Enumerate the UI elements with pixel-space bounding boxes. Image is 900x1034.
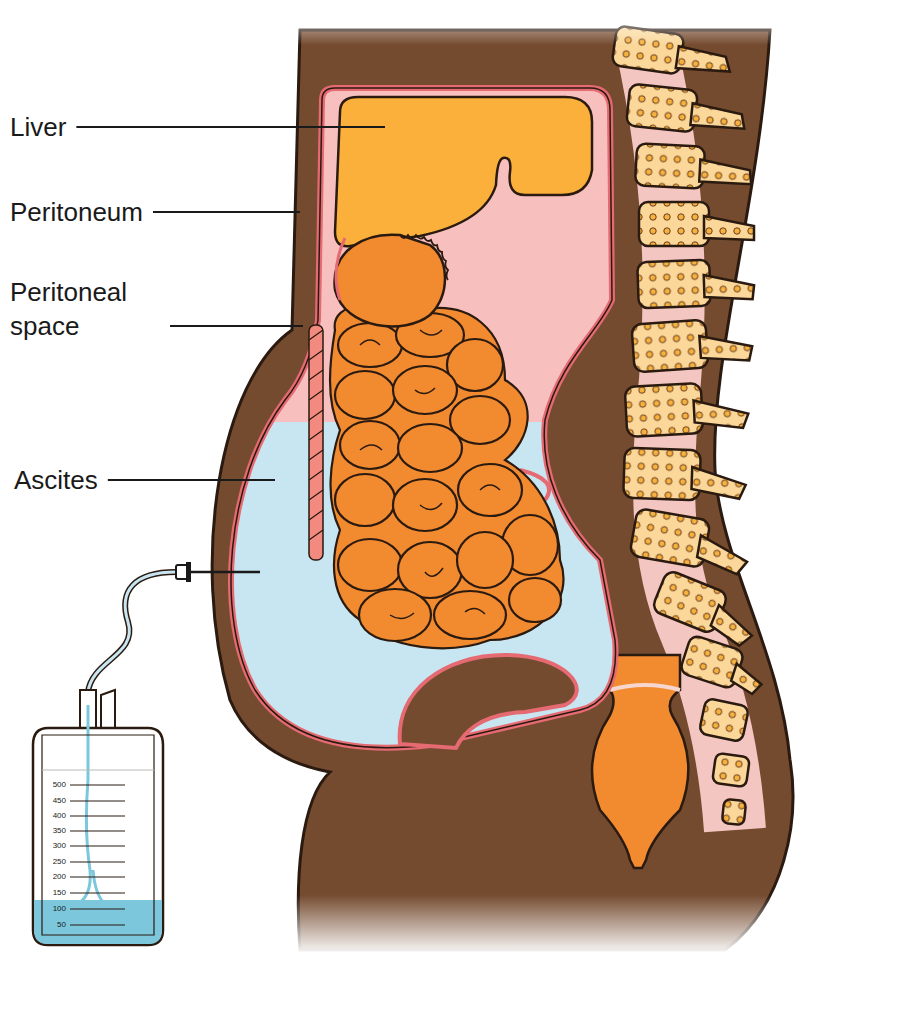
stomach bbox=[335, 235, 448, 327]
scale-number: 100 bbox=[40, 904, 66, 914]
scale-number: 200 bbox=[40, 872, 66, 882]
part-label: Liver bbox=[10, 112, 66, 142]
peritoneum bbox=[231, 88, 616, 748]
part-label: Peritoneal space bbox=[10, 275, 160, 343]
scale-number: 300 bbox=[40, 841, 66, 851]
scale-number: 400 bbox=[40, 811, 66, 821]
scale-number: 150 bbox=[40, 888, 66, 898]
bladder bbox=[400, 655, 577, 748]
scale-number: 450 bbox=[40, 796, 66, 806]
drainage-catheter bbox=[88, 562, 260, 692]
intestines bbox=[330, 304, 564, 648]
omentum bbox=[309, 325, 323, 560]
drainage-bag bbox=[33, 690, 163, 945]
scale-number: 350 bbox=[40, 826, 66, 836]
scale-number: 250 bbox=[40, 857, 66, 867]
part-label: Peritoneum bbox=[10, 197, 143, 227]
scale-number: 500 bbox=[40, 780, 66, 790]
part-label: Ascites bbox=[14, 465, 98, 495]
liver bbox=[335, 97, 592, 246]
scale-number: 50 bbox=[40, 920, 66, 930]
